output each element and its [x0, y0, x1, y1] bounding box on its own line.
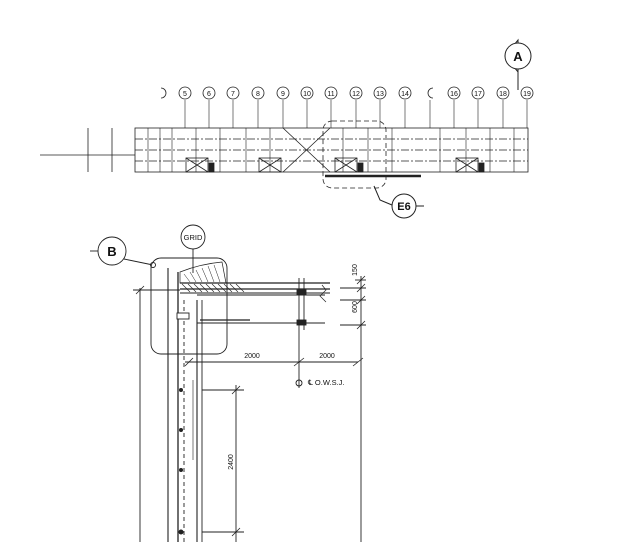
framing-plan	[40, 87, 529, 189]
grid-bubble-label: 9	[281, 91, 285, 98]
grid-bubble-label: 17	[474, 91, 482, 98]
grid-bubble-label: 16	[450, 91, 458, 98]
grid-bubble-label: 18	[499, 91, 507, 98]
grid-bubble	[324, 86, 338, 100]
grid-bubble	[276, 86, 290, 100]
grid-bubble	[300, 86, 314, 100]
grid-bubble-label: 14	[401, 91, 409, 98]
dimension-top-depth: 150	[352, 264, 359, 276]
detail-e6-cloud	[322, 120, 387, 189]
grid-bubble	[349, 86, 363, 100]
opening-symbols	[185, 157, 485, 173]
grid-bubble	[373, 86, 387, 100]
dimension-vertical: 2400	[228, 454, 235, 470]
grid-bubble-label: 8	[256, 91, 260, 98]
roof-insulation	[179, 261, 330, 294]
dimension-span-left: 2000	[244, 353, 260, 360]
grid-bubble	[447, 86, 461, 100]
dimension-beam-depth: 600	[352, 301, 359, 313]
section-a-label: A	[513, 49, 523, 64]
grid-bubble	[226, 86, 240, 100]
grid-bubble	[251, 86, 265, 100]
owsj-label: ℄ O.W.S.J.	[307, 378, 345, 387]
section-detail	[90, 224, 366, 542]
grid-bubble	[496, 86, 510, 100]
grid-bubble	[202, 86, 216, 100]
connection-cloud	[150, 257, 228, 355]
detail-b-label: B	[107, 244, 116, 259]
grid-bubble-label: 19	[523, 91, 531, 98]
grid-bubble	[398, 86, 412, 100]
dimension-span-right: 2000	[319, 353, 335, 360]
grid-bubble	[520, 86, 534, 100]
partial-grid-bubble	[160, 87, 167, 99]
grid-tag-label: GRID	[184, 233, 203, 242]
grid-bubble	[178, 86, 192, 100]
grid-bubble-label: 7	[231, 91, 235, 98]
grid-bubble-label: 10	[303, 91, 311, 98]
grid-bubble-row: 5 6 7 8 9 10 11 12 13 14 16 17 18 19	[178, 86, 534, 100]
detail-e6-marker	[373, 185, 424, 219]
partial-grid-bubble	[427, 87, 434, 99]
grid-bubble-label: 6	[207, 91, 211, 98]
grid-bubble	[471, 86, 485, 100]
grid-bubble-label: 12	[352, 91, 360, 98]
grid-bubble-label: 11	[327, 91, 334, 98]
detail-e6-label: E6	[397, 201, 410, 213]
grid-bubble-label: 5	[183, 91, 187, 98]
grid-bubble-label: 13	[376, 91, 384, 98]
section-a-marker	[504, 38, 532, 90]
